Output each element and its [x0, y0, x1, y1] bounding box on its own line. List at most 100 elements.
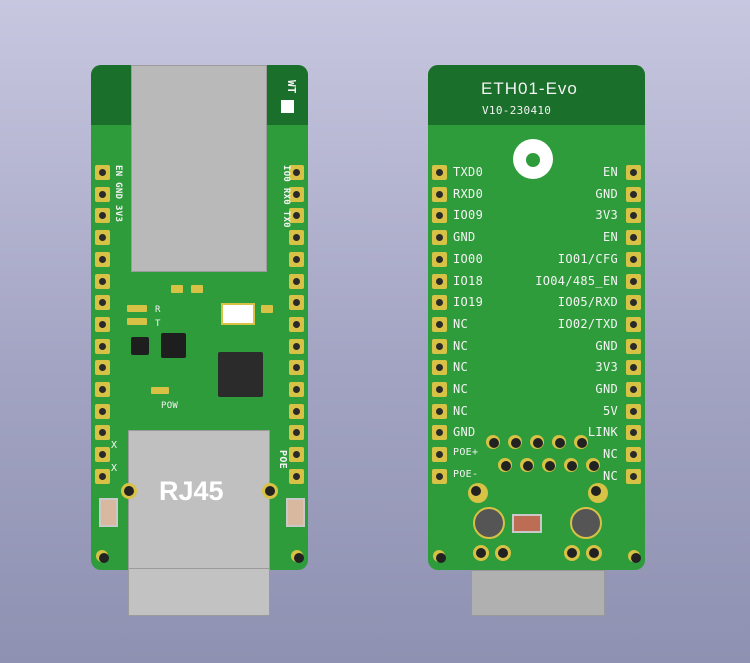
header-pin	[626, 251, 641, 267]
wifi-module-shield	[131, 65, 267, 272]
pin-label: GND	[595, 382, 618, 396]
header-pin	[626, 338, 641, 354]
header-pin	[432, 382, 447, 397]
pin-label: IO01/CFG	[557, 251, 618, 266]
poe-label: POE	[277, 450, 288, 469]
rj45-pin	[530, 435, 544, 449]
pin-label: GND	[595, 338, 618, 353]
pin-label: 5V	[602, 403, 618, 418]
rj45-pin	[520, 458, 534, 472]
pin-label: NC	[453, 338, 469, 353]
header-pin	[626, 273, 641, 289]
pin-label: IO18	[453, 273, 484, 288]
header-pin	[95, 468, 110, 484]
pin-label: LINK	[587, 425, 618, 440]
header-pin	[289, 425, 304, 441]
pin-label: GND	[453, 230, 476, 245]
led-label-r: R	[155, 305, 161, 315]
header-pin	[95, 186, 110, 202]
header-pin	[626, 403, 641, 419]
header-pin	[289, 316, 304, 332]
header-pin	[432, 273, 447, 289]
corner-hole-back-br	[628, 550, 641, 563]
pin-label: NC	[453, 403, 469, 418]
header-pin	[626, 360, 641, 376]
pin-label: 3V3	[595, 360, 618, 375]
header-pin	[626, 382, 641, 397]
crystal	[221, 303, 255, 325]
rj45-pin	[542, 458, 556, 472]
pin-label: IO00	[453, 251, 484, 266]
corner-hole-front-br	[291, 550, 304, 563]
rj45-bottom-front	[128, 568, 270, 616]
rj45-pin	[564, 458, 578, 472]
header-pin	[432, 208, 447, 224]
header-pin	[432, 316, 447, 332]
header-pin	[95, 295, 110, 311]
rj45-pin	[508, 435, 522, 449]
header-pin	[95, 165, 110, 180]
header-pin	[626, 186, 641, 202]
mount-hole-front-left	[121, 483, 137, 499]
regulator-chip	[161, 333, 186, 358]
pin-label: NC	[453, 316, 469, 331]
header-pin	[289, 360, 304, 376]
header-pin	[289, 165, 304, 180]
pin-label: IO05/RXD	[557, 295, 618, 310]
resistor-back	[512, 514, 542, 533]
pow-label: POW	[161, 401, 179, 411]
pin-label: IO09	[453, 208, 484, 223]
header-pin	[432, 468, 447, 484]
header-pin	[289, 208, 304, 224]
rj45-label: RJ45	[159, 476, 224, 506]
x-label-1: X	[111, 440, 118, 451]
pin-label: POE+	[453, 447, 479, 459]
header-pin	[95, 273, 110, 289]
header-pin	[432, 360, 447, 376]
pin-label: EN	[602, 165, 618, 179]
header-pin	[626, 468, 641, 484]
rj45-pin	[574, 435, 588, 449]
header-pin	[432, 447, 447, 463]
rj45-pin	[586, 458, 600, 472]
header-pin	[289, 273, 304, 289]
pin-label: IO04/485_EN	[535, 273, 618, 288]
wt-label: WT	[279, 80, 299, 120]
pin-label: NC	[602, 447, 618, 462]
header-pin	[95, 447, 110, 463]
header-pin	[626, 208, 641, 224]
pin-label: GND	[453, 425, 476, 440]
header-pin	[626, 425, 641, 441]
pin-label: NC	[453, 360, 469, 375]
header-pin	[95, 338, 110, 354]
header-pin	[432, 425, 447, 441]
pin-label: RXD0	[453, 186, 484, 201]
header-pin	[289, 468, 304, 484]
board-version: V10-230410	[482, 104, 552, 117]
header-pin	[289, 338, 304, 354]
led-label-t: T	[155, 319, 161, 329]
header-pin	[432, 295, 447, 311]
pin-label: GND	[595, 186, 618, 201]
header-pin	[95, 230, 110, 246]
rj45-jack: RJ45	[128, 430, 270, 570]
resistor-right	[286, 498, 305, 527]
header-pin	[95, 425, 110, 441]
header-pin	[95, 382, 110, 397]
pin-label: NC	[453, 382, 469, 396]
rj45-pin	[552, 435, 566, 449]
header-pin	[432, 338, 447, 354]
resistor-left	[99, 498, 118, 527]
header-pin	[289, 382, 304, 397]
pin-label: POE-	[453, 468, 479, 480]
rj45-pin	[486, 435, 500, 449]
header-pin	[289, 186, 304, 202]
mount-hole-back-right	[588, 483, 608, 503]
ethernet-phy-chip	[218, 352, 263, 397]
header-pin	[626, 447, 641, 463]
header-pin	[626, 295, 641, 311]
header-pin	[432, 165, 447, 180]
corner-hole-front-bl	[96, 550, 109, 563]
corner-hole-back-bl	[433, 550, 446, 563]
